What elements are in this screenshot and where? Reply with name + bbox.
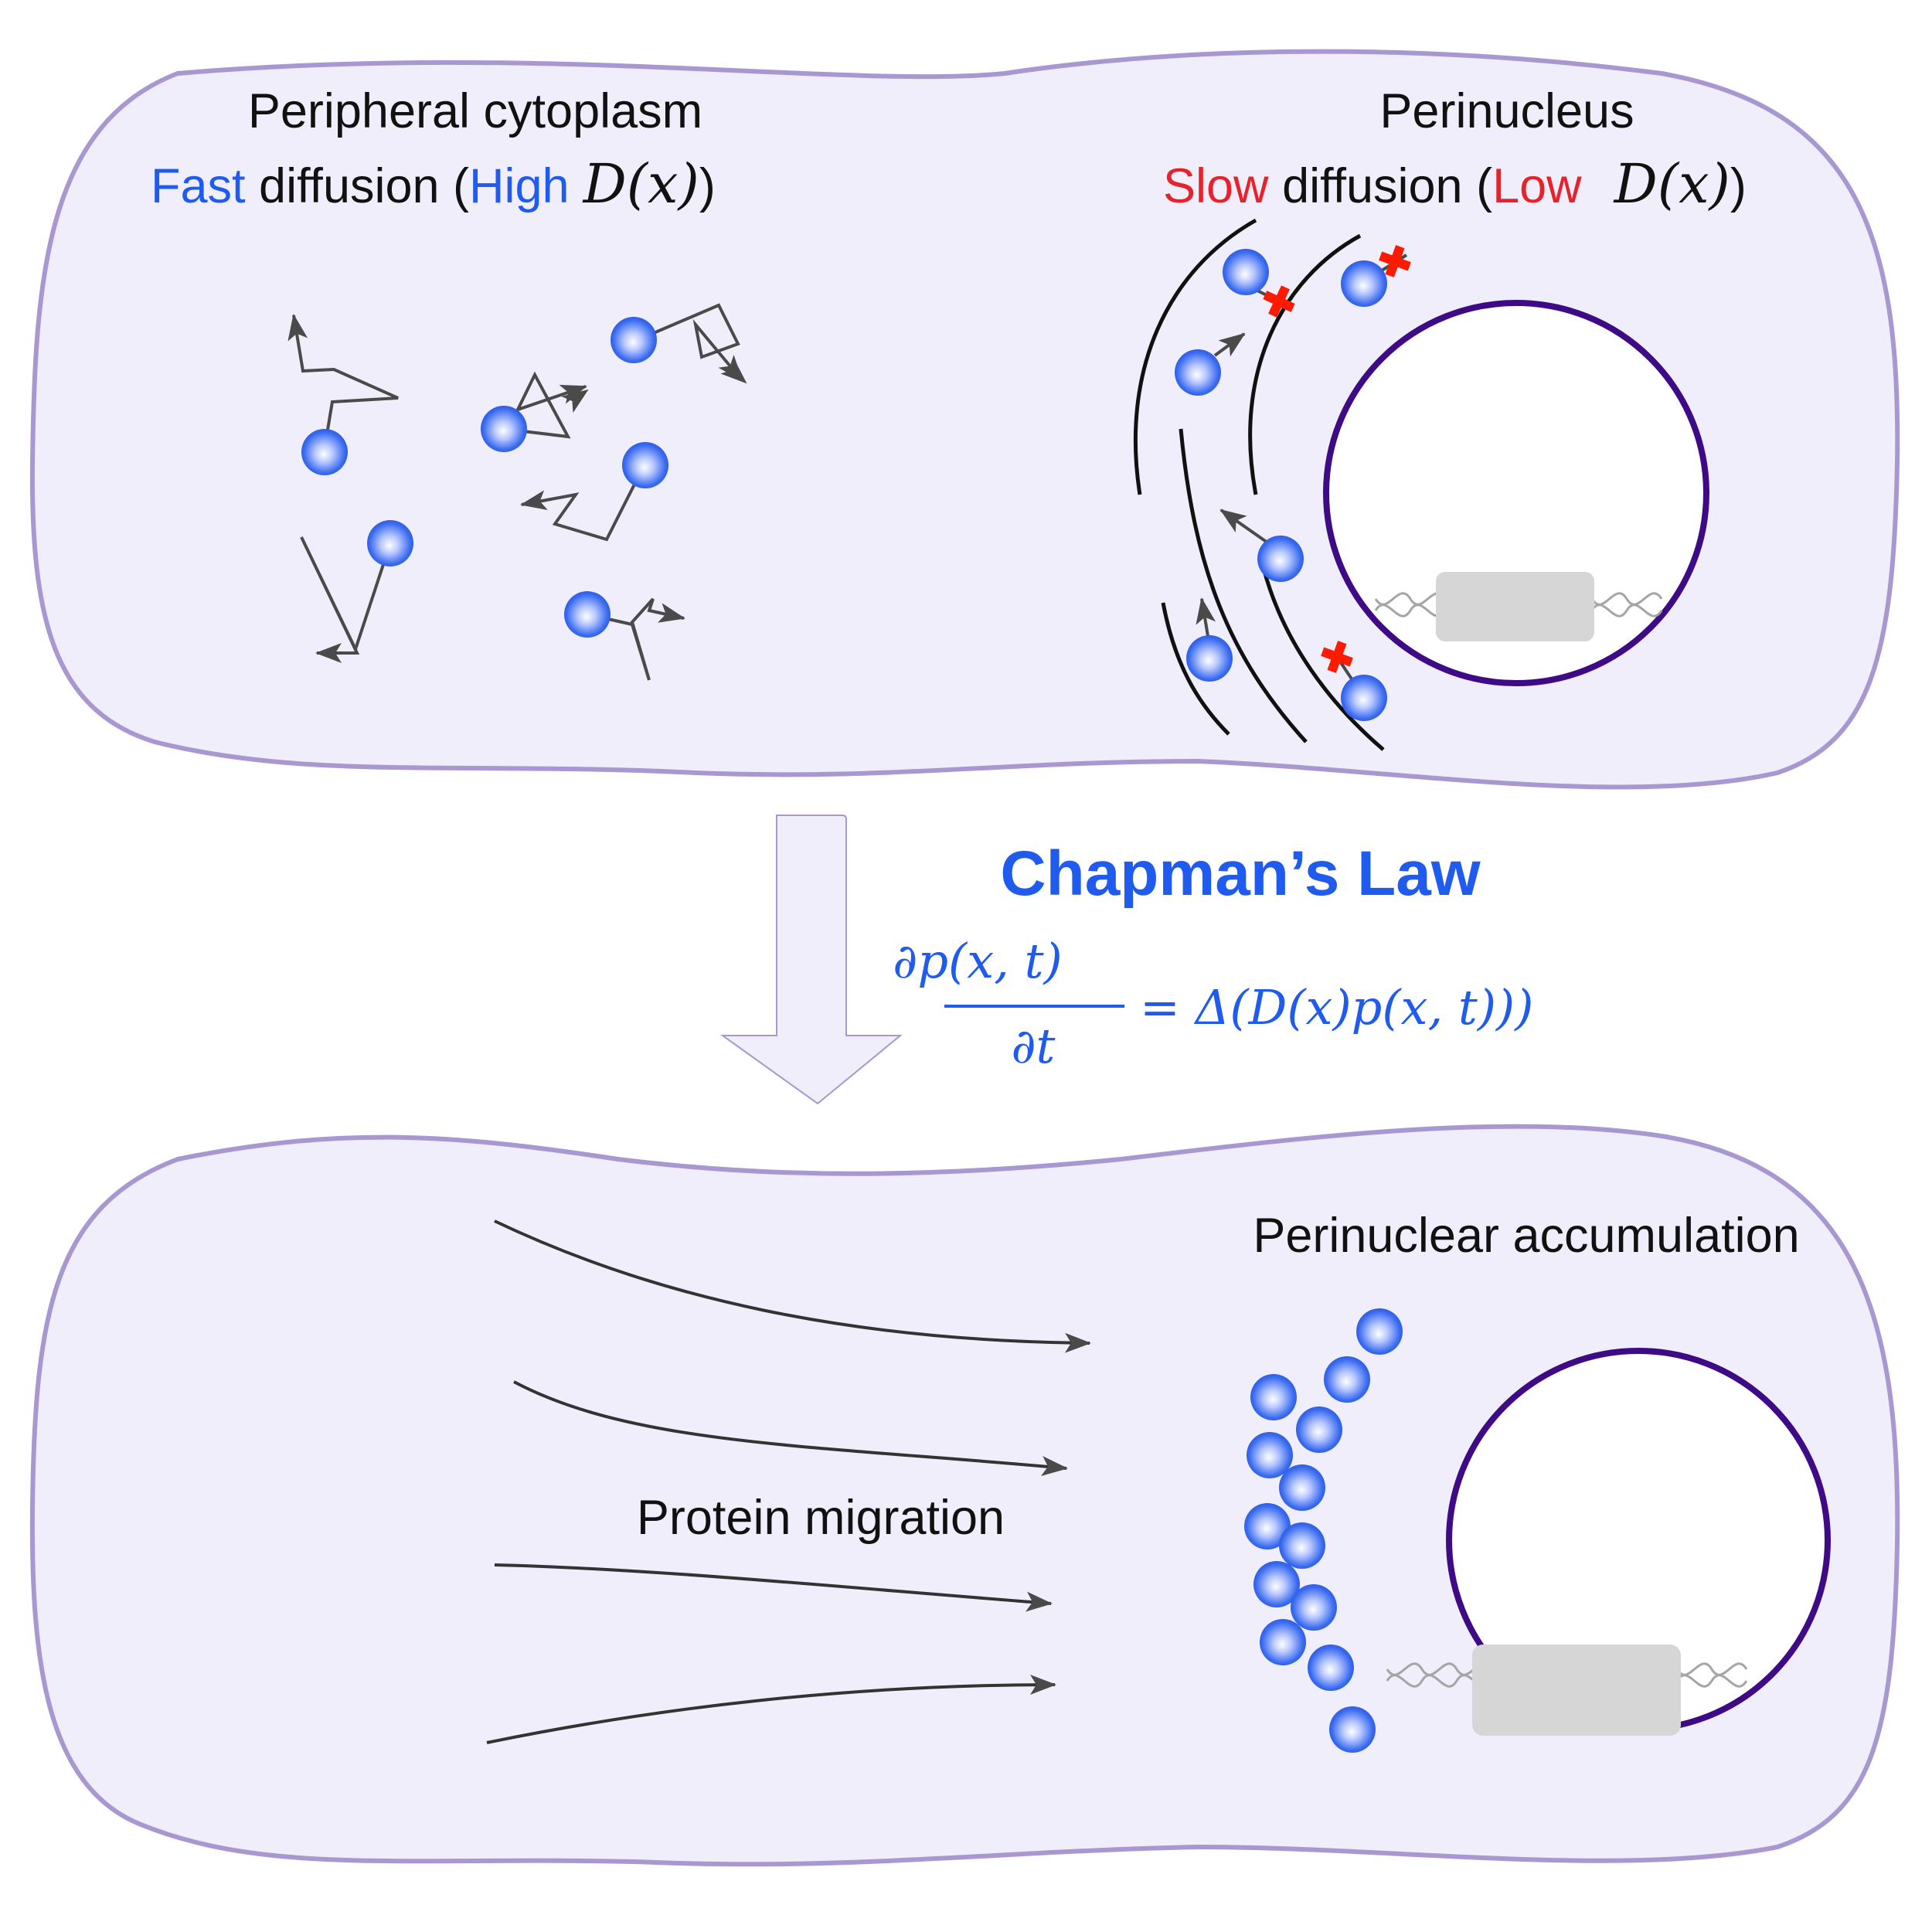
protein-sphere: [1247, 1432, 1293, 1478]
dna-strand: [1590, 604, 1663, 617]
dna-strand: [1675, 1674, 1748, 1688]
migration-arrow: [494, 1219, 1091, 1353]
top-nucleolus: [1436, 572, 1594, 641]
protein-sphere: [1279, 1464, 1325, 1511]
protein-sphere: [1296, 1406, 1342, 1453]
protein-sphere: [611, 317, 657, 363]
walk-path-1: [287, 314, 399, 449]
equation-denominator: ∂t: [1012, 1018, 1056, 1074]
dx-symbol-high: D(x): [582, 152, 699, 216]
diffusion-open: diffusion (: [246, 159, 470, 213]
walk-path-5: [300, 536, 392, 663]
protein-sphere: [1341, 675, 1387, 721]
protein-sphere: [1329, 1706, 1376, 1753]
dna-strand: [1675, 1662, 1748, 1676]
slow-word: Slow: [1163, 159, 1269, 213]
migration-arrow: [513, 1380, 1068, 1477]
protein-sphere: [1186, 635, 1233, 682]
top-nucleus: [1323, 300, 1709, 686]
perinucleus-label: Perinucleus: [1379, 84, 1634, 138]
perinuclear-barriers: [1133, 218, 1385, 751]
motion-arrow: [1213, 332, 1246, 357]
block-marker-icon: [1321, 641, 1353, 673]
fast-word: Fast: [151, 159, 246, 213]
slow-proteins: [1175, 245, 1411, 721]
protein-sphere: [301, 429, 348, 475]
protein-sphere: [1260, 1619, 1306, 1665]
barrier-arc: [1133, 218, 1257, 495]
bottom-cell-membrane: [29, 1124, 1900, 1867]
protein-sphere: [481, 406, 527, 452]
low-word: Low: [1492, 159, 1582, 213]
dx-symbol-low: D(x): [1613, 152, 1730, 216]
fast-proteins: [301, 317, 668, 638]
chapman-equation: ∂p(x, t) ∂t = Δ(D(x)p(x, t))): [893, 933, 1533, 1074]
protein-sphere: [1250, 1374, 1297, 1420]
migration-arrows: [486, 1219, 1091, 1744]
protein-sphere: [1291, 1584, 1337, 1631]
walk-path-2b: [503, 371, 587, 439]
migration-arrow: [486, 1675, 1056, 1744]
slow-diffusion-label: Slow diffusion (Low D(x)): [1163, 152, 1747, 216]
protein-sphere: [1279, 1522, 1325, 1569]
walk-path-6: [587, 597, 685, 681]
barrier-arc: [1161, 602, 1230, 736]
protein-sphere: [1356, 1308, 1403, 1355]
block-marker-icon: [1379, 245, 1411, 277]
down-arrow-icon: [719, 815, 903, 1105]
walk-path-3b: [633, 303, 743, 382]
protein-sphere: [1223, 249, 1269, 295]
high-word: High: [469, 159, 570, 213]
barrier-arc: [1261, 567, 1385, 751]
accumulated-proteins: [1244, 1308, 1403, 1753]
perinuclear-accumulation-label: Perinuclear accumulation: [1253, 1209, 1799, 1263]
protein-sphere: [1175, 349, 1221, 396]
diffusion-open-right: diffusion (: [1269, 159, 1493, 213]
protein-sphere: [1341, 260, 1387, 307]
peripheral-cytoplasm-label: Peripheral cytoplasm: [248, 84, 702, 138]
dna-strand: [1590, 592, 1663, 606]
chapman-law-title: Chapman’s Law: [1000, 838, 1480, 909]
motion-arrow: [1219, 509, 1269, 544]
walk-path-4: [520, 467, 645, 542]
bottom-nucleolus: [1472, 1645, 1681, 1736]
block-marker-icon: [1263, 285, 1295, 318]
protein-sphere: [1308, 1645, 1354, 1691]
close-paren-left: ): [699, 159, 716, 213]
protein-sphere: [1244, 1503, 1291, 1549]
protein-sphere: [564, 591, 611, 638]
protein-sphere: [1253, 1561, 1300, 1607]
protein-sphere: [1324, 1356, 1370, 1403]
migration-arrow: [494, 1563, 1053, 1612]
protein-sphere: [622, 442, 668, 488]
protein-sphere: [367, 520, 413, 566]
equation-rhs: = Δ(D(x)p(x, t))): [1140, 979, 1533, 1036]
close-paren-right: ): [1730, 159, 1747, 213]
equation-numerator: ∂p(x, t): [893, 933, 1062, 989]
protein-sphere: [1257, 536, 1304, 582]
protein-migration-label: Protein migration: [637, 1491, 1005, 1545]
barrier-arc: [1248, 233, 1362, 495]
barrier-arc: [1179, 428, 1308, 743]
random-walk-trajectories: [287, 303, 747, 681]
